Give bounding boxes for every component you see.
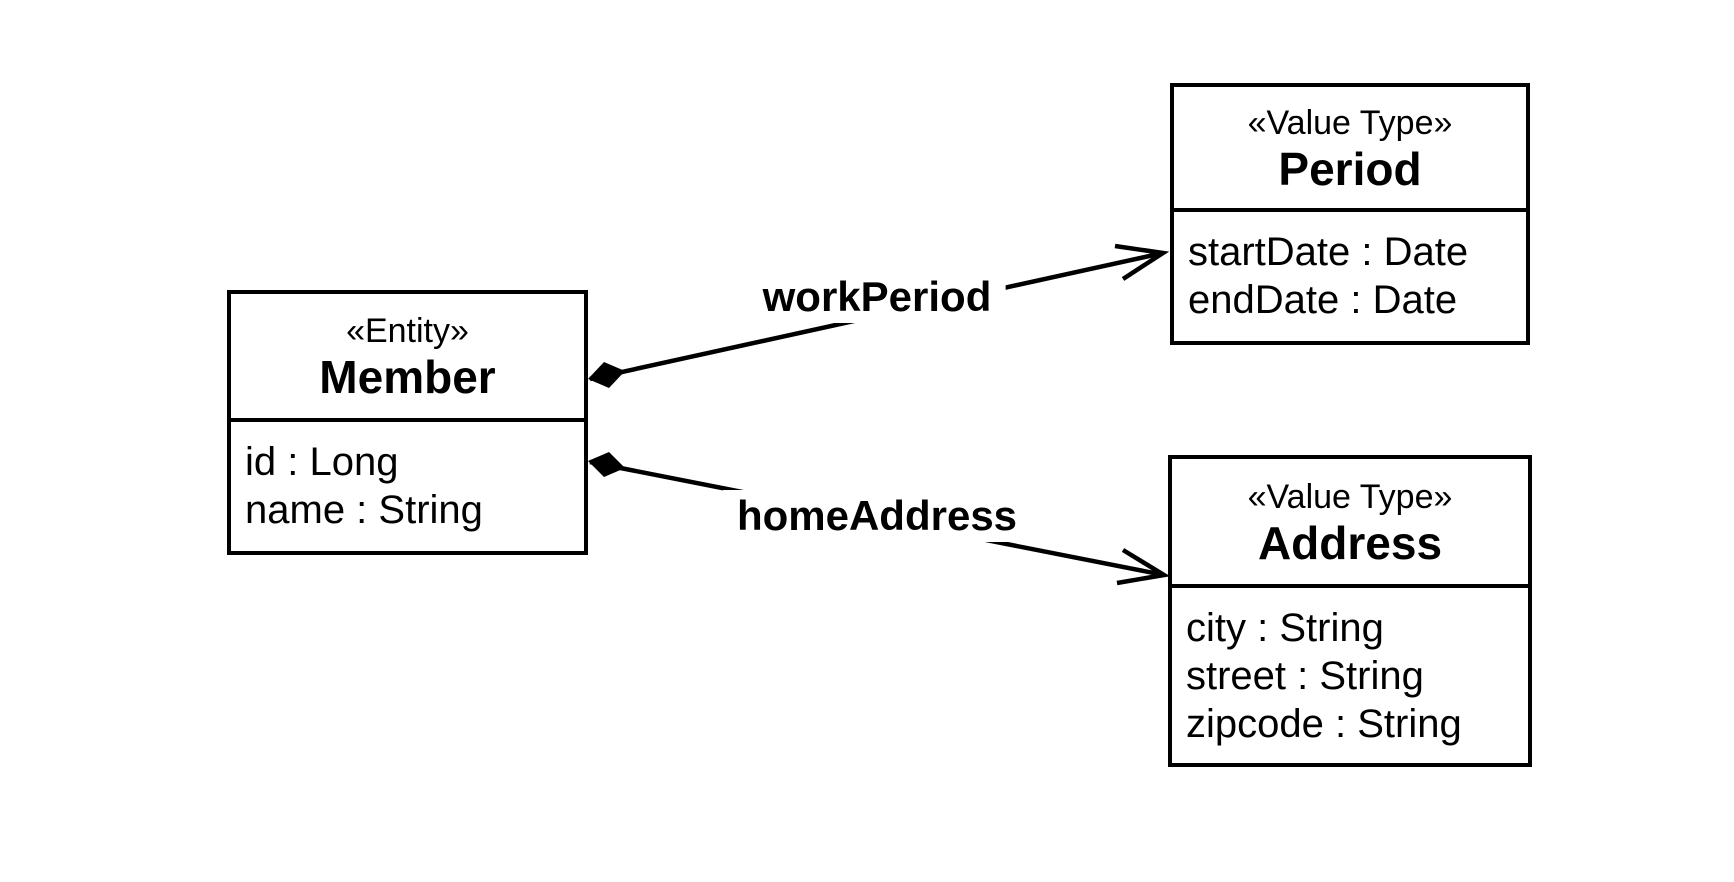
attribute: name : String [245, 488, 483, 532]
attribute: city : String [1186, 606, 1384, 650]
attribute: startDate : Date [1188, 230, 1469, 274]
stereotype-label: «Value Type» [1247, 103, 1453, 142]
attribute-compartment: startDate : Date endDate : Date [1174, 212, 1526, 324]
association-label-homeaddress: homeAddress [722, 490, 1032, 542]
composition-diamond-icon [588, 362, 625, 388]
stereotype-label: «Value Type» [1247, 477, 1453, 516]
composition-diamond-icon [588, 452, 625, 477]
open-arrowhead-icon [1116, 548, 1171, 586]
class-name: Period [1278, 142, 1422, 195]
attribute-compartment: city : String street : String zipcode : … [1172, 588, 1528, 748]
attribute: zipcode : String [1186, 702, 1462, 746]
attribute: street : String [1186, 654, 1424, 698]
association-label-workperiod: workPeriod [748, 271, 1006, 323]
class-name: Member [319, 351, 496, 403]
class-header: «Value Type» Period [1174, 87, 1526, 212]
class-name: Address [1257, 516, 1443, 569]
open-arrowhead-icon [1114, 243, 1170, 281]
class-header: «Entity» Member [231, 294, 584, 422]
class-box-period: «Value Type» Period startDate : Date end… [1170, 83, 1530, 345]
attribute: id : Long [245, 440, 399, 484]
class-box-member: «Entity» Member id : Long name : String [227, 290, 588, 555]
attribute-compartment: id : Long name : String [231, 422, 584, 534]
stereotype-label: «Entity» [346, 312, 469, 350]
class-box-address: «Value Type» Address city : String stree… [1168, 455, 1532, 767]
class-header: «Value Type» Address [1172, 459, 1528, 588]
attribute: endDate : Date [1188, 278, 1458, 322]
